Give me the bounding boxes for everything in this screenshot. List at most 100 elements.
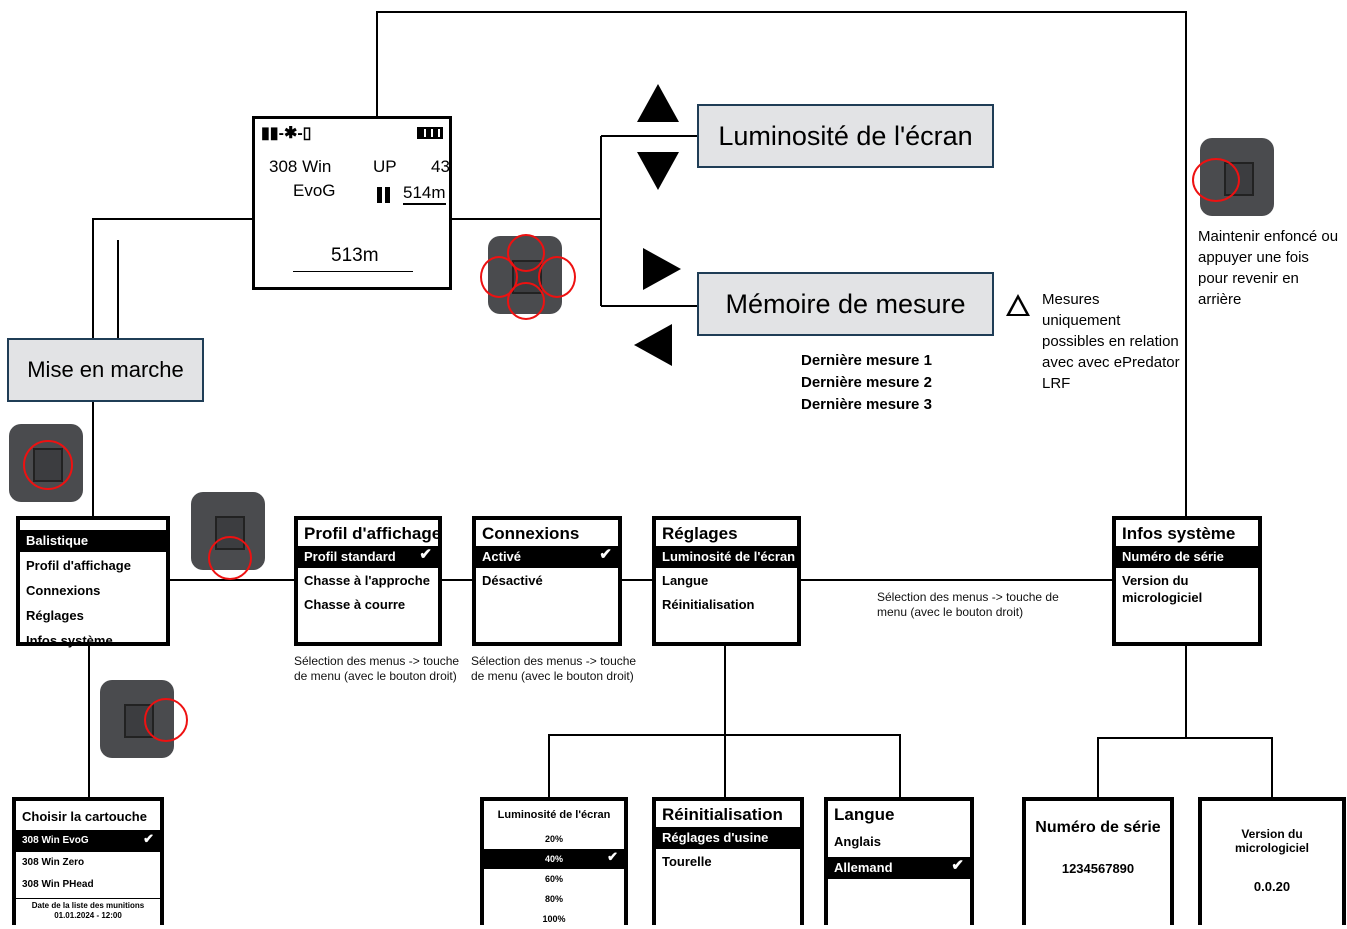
shot-distance: 514m xyxy=(403,183,446,205)
highlight-ring-right xyxy=(538,256,576,298)
right-arrow-icon xyxy=(643,248,681,290)
ammo-list-date-value: 01.01.2024 - 12:00 xyxy=(54,911,122,920)
menu-item-german[interactable]: Allemand✔ xyxy=(828,857,970,879)
item-label: Allemand xyxy=(834,860,893,875)
brightness-menu: Luminosité de l'écran 20% 40%✔ 60% 80% 1… xyxy=(480,797,628,925)
last-measure-2: Dernière mesure 2 xyxy=(801,374,932,391)
menu-item-disabled[interactable]: Désactivé xyxy=(482,573,543,588)
brightness-100[interactable]: 100% xyxy=(542,914,566,924)
down-arrow-icon xyxy=(637,152,679,190)
measured-distance: 513m xyxy=(331,245,379,266)
brightness-label: Luminosité de l'écran xyxy=(697,104,994,168)
highlight-ring-left xyxy=(1192,158,1240,202)
menu-item-reset[interactable]: Réinitialisation xyxy=(662,597,755,612)
menu-item-system-info[interactable]: Infos système xyxy=(26,633,113,648)
up-label: UP xyxy=(373,157,397,176)
reset-menu: Réinitialisation Réglages d'usine Tourel… xyxy=(652,797,804,925)
item-label: Profil standard xyxy=(304,549,396,564)
cartridge-item-zero[interactable]: 308 Win Zero xyxy=(22,857,85,868)
cartridge-item-phead[interactable]: 308 Win PHead xyxy=(22,879,94,890)
joystick-left-press xyxy=(1192,138,1274,216)
language-menu: Langue Anglais Allemand✔ xyxy=(824,797,974,925)
menu-item-display-profile[interactable]: Profil d'affichage xyxy=(26,558,131,573)
highlight-ring-down xyxy=(507,282,545,320)
last-measures-list: Dernière mesure 1 Dernière mesure 2 Dern… xyxy=(801,350,932,416)
menu-title: Réinitialisation xyxy=(662,805,783,824)
warning-icon-inner xyxy=(1010,299,1026,314)
menu-title: Infos système xyxy=(1122,524,1236,543)
cartridge-menu: Choisir la cartouche 308 Win EvoG ✔ 308 W… xyxy=(12,797,164,925)
firmware-title-line2: micrologiciel xyxy=(1234,841,1310,855)
cartridge-name: 308 Win xyxy=(269,157,332,176)
highlight-ring-right xyxy=(144,698,188,742)
menu-title: Connexions xyxy=(482,524,580,543)
menu-item-standard-profile[interactable]: Profil standard ✔ xyxy=(298,546,438,568)
menu-title: Langue xyxy=(834,805,895,824)
menu-item-ballistics[interactable]: Balistique xyxy=(20,530,166,552)
menu-title: Choisir la cartouche xyxy=(22,809,147,824)
caption-menu-select-3: Sélection des menus -> touche de menu (a… xyxy=(877,590,1059,619)
caption-menu-select-2: Sélection des menus -> touche de menu (a… xyxy=(471,654,637,683)
memory-label-text: Mémoire de mesure xyxy=(725,288,966,319)
caption-menu-select-1: Sélection des menus -> touche de menu (a… xyxy=(294,654,460,683)
menu-item-language[interactable]: Langue xyxy=(662,573,709,588)
item-label: Activé xyxy=(482,549,522,564)
menu-item-connections[interactable]: Connexions xyxy=(26,583,101,598)
joystick-right-press xyxy=(100,680,188,758)
menu-item-serial-number[interactable]: Numéro de série xyxy=(1116,546,1258,568)
menu-title: Réglages xyxy=(662,524,738,543)
item-label: 308 Win EvoG xyxy=(22,835,89,846)
joystick-down-press xyxy=(191,492,265,580)
connections-menu: Connexions Activé ✔ Désactivé xyxy=(472,516,622,646)
display-profile-menu: Profil d'affichage Profil standard ✔ Chas… xyxy=(294,516,442,646)
serial-number-screen: Numéro de série 1234567890 xyxy=(1022,797,1174,925)
item-label: 40% xyxy=(544,854,563,864)
battery-icon xyxy=(417,127,443,139)
menu-item-driven-hunt[interactable]: Chasse à courre xyxy=(304,597,406,612)
main-menu: Balistique Profil d'affichage Connexions… xyxy=(16,516,170,648)
warning-text: Mesures uniquement possibles en relation… xyxy=(1042,291,1180,392)
check-icon: ✔ xyxy=(143,831,154,846)
brightness-20[interactable]: 20% xyxy=(544,834,563,844)
ammo-list-date-label: Date de la liste des munitions xyxy=(31,901,145,910)
menu-item-stalking[interactable]: Chasse à l'approche xyxy=(304,573,430,588)
firmware-title-line1: Version du xyxy=(1241,827,1303,841)
brightness-80[interactable]: 80% xyxy=(544,894,563,904)
firmware-value: 0.0.20 xyxy=(1253,879,1291,894)
menu-item-settings[interactable]: Réglages xyxy=(26,608,84,623)
menu-item-enabled[interactable]: Activé ✔ xyxy=(476,546,618,568)
brightness-label-text: Luminosité de l'écran xyxy=(718,120,973,151)
check-icon: ✔ xyxy=(607,849,618,864)
cartridge-item-evog[interactable]: 308 Win EvoG ✔ xyxy=(16,830,160,852)
settings-menu: Réglages Luminosité de l'écran Langue Ré… xyxy=(652,516,801,646)
distance-underline xyxy=(293,271,413,272)
menu-title: Profil d'affichage xyxy=(304,524,442,543)
left-arrow-icon xyxy=(634,324,672,366)
memory-label: Mémoire de mesure xyxy=(697,272,994,336)
menu-item-screen-brightness[interactable]: Luminosité de l'écran xyxy=(656,546,797,568)
firmware-screen: Version du micrologiciel 0.0.20 xyxy=(1198,797,1346,925)
brightness-60[interactable]: 60% xyxy=(544,874,563,884)
highlight-ring-up xyxy=(507,234,545,272)
menu-item-turret[interactable]: Tourelle xyxy=(662,854,712,869)
check-icon: ✔ xyxy=(599,546,612,563)
menu-item-firmware-version[interactable]: Version du micrologiciel xyxy=(1122,573,1203,605)
ammo-list-date: Date de la liste des munitions 01.01.202… xyxy=(16,898,160,921)
power-on-label: Mise en marche xyxy=(7,338,204,402)
highlight-ring-center xyxy=(23,440,73,490)
joystick-all-directions xyxy=(480,234,576,320)
system-info-menu: Infos système Numéro de série Version du… xyxy=(1112,516,1262,646)
last-measure-1: Dernière mesure 1 xyxy=(801,352,932,369)
brightness-40[interactable]: 40% ✔ xyxy=(484,849,624,869)
menu-item-factory-settings[interactable]: Réglages d'usine xyxy=(656,827,800,849)
cartridge-variant: EvoG xyxy=(293,181,336,200)
check-icon: ✔ xyxy=(419,546,432,563)
menu-item-english[interactable]: Anglais xyxy=(834,834,881,849)
device-screen: ▮▮-✱-▯ 308 Win EvoG UP 43 514m 513m xyxy=(252,116,452,290)
serial-title: Numéro de série xyxy=(1035,819,1161,836)
last-measure-3: Dernière mesure 3 xyxy=(801,396,932,413)
up-arrow-icon xyxy=(637,84,679,122)
status-icons: ▮▮-✱-▯ xyxy=(261,125,312,142)
serial-value: 1234567890 xyxy=(1061,861,1135,876)
